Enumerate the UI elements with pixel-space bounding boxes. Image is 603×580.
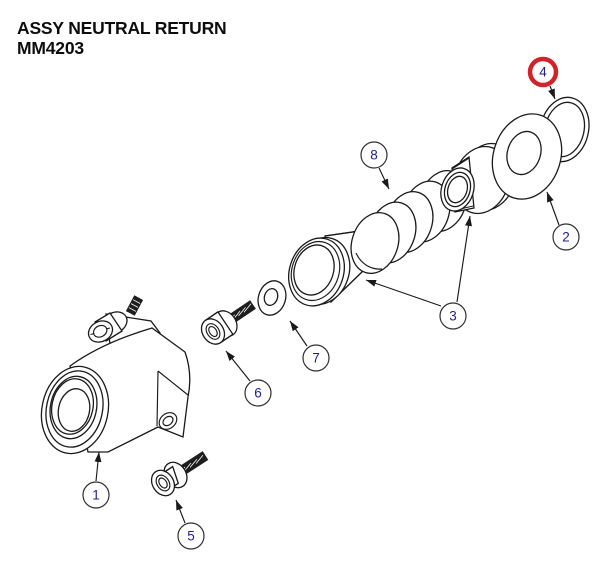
part-socket-screw-mid — [200, 300, 256, 345]
installed-stud-screw — [125, 295, 144, 316]
svg-text:4: 4 — [539, 65, 547, 80]
part-washer-large — [491, 113, 563, 200]
svg-text:2: 2 — [562, 230, 570, 245]
flange-hole — [158, 412, 178, 430]
callout-4-highlighted[interactable]: 4 — [527, 56, 559, 88]
spring-coil — [350, 212, 400, 274]
bore-opening — [446, 175, 469, 204]
drawing-title: ASSY NEUTRAL RETURN MM4203 — [17, 18, 227, 58]
part-washer-small — [257, 280, 287, 316]
svg-text:6: 6 — [254, 386, 262, 401]
svg-text:3: 3 — [449, 309, 457, 324]
highlight-ring — [527, 56, 559, 88]
callouts: 1 2 3 4 5 6 7 8 — [82, 56, 580, 550]
callout-3[interactable]: 3 — [439, 302, 467, 330]
bore-face — [40, 365, 110, 455]
leader-1 — [94, 451, 102, 482]
part-socket-screw-lower — [150, 451, 209, 497]
callout-8[interactable]: 8 — [360, 141, 388, 169]
leader-5 — [175, 499, 186, 524]
spring-end-tail — [355, 252, 383, 270]
leader-8 — [378, 167, 390, 190]
leader-lines — [94, 85, 560, 524]
callout-1[interactable]: 1 — [82, 481, 110, 509]
part-coil-spring — [350, 170, 468, 274]
leader-4 — [548, 85, 556, 100]
flange-edges — [156, 370, 189, 427]
leader-3a — [365, 279, 442, 307]
leader-3b — [456, 215, 472, 303]
side-boss — [87, 311, 128, 343]
callout-7[interactable]: 7 — [302, 344, 330, 372]
leader-7 — [289, 320, 308, 347]
leader-6 — [225, 350, 251, 382]
assembly-name: ASSY NEUTRAL RETURN — [17, 18, 227, 38]
svg-text:1: 1 — [92, 488, 100, 503]
svg-text:8: 8 — [370, 148, 378, 163]
part-spring-seat-left — [288, 230, 368, 307]
hex-socket — [208, 325, 218, 338]
svg-text:5: 5 — [187, 529, 195, 544]
callout-5[interactable]: 5 — [177, 522, 205, 550]
callout-2[interactable]: 2 — [552, 223, 580, 251]
assembly-number: MM4203 — [17, 38, 84, 58]
bore-opening — [293, 244, 335, 296]
callout-6[interactable]: 6 — [244, 379, 272, 407]
leader-2 — [546, 191, 560, 226]
part-housing-body — [40, 295, 191, 455]
hex-socket — [158, 477, 168, 489]
svg-text:7: 7 — [312, 351, 320, 366]
